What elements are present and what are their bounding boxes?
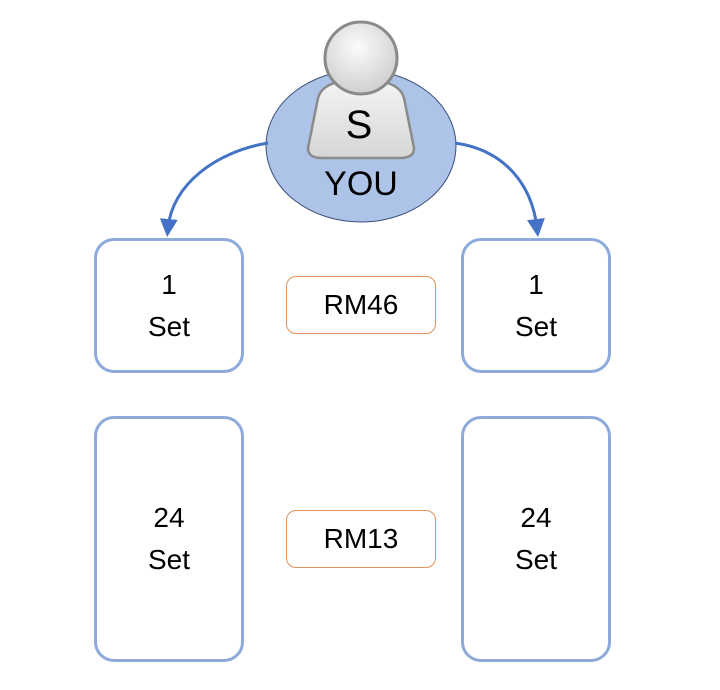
unit: Set [514,310,558,342]
arrow-right [454,141,545,237]
quantity: 1 [161,268,177,300]
user-label: YOU [324,165,398,203]
unit: Set [147,544,191,575]
tier-1-left-box: 1 Set [94,238,244,373]
person-avatar-icon [306,20,416,160]
tier-2-left-box: 24 Set [94,416,244,662]
user-initial: S [345,103,373,147]
tier-1-right-box: 1 Set [461,238,611,373]
quantity: 1 [528,268,544,300]
quantity: 24 [153,502,185,533]
quantity: 24 [520,502,552,533]
tier-2-right-box: 24 Set [461,416,611,662]
price: RM46 [323,289,399,320]
tier-2-price-badge: RM13 [286,510,436,568]
unit: Set [147,310,191,342]
price: RM13 [323,523,399,554]
arrow-left [159,141,269,237]
unit: Set [514,544,558,575]
tier-1-price-badge: RM46 [286,276,436,334]
